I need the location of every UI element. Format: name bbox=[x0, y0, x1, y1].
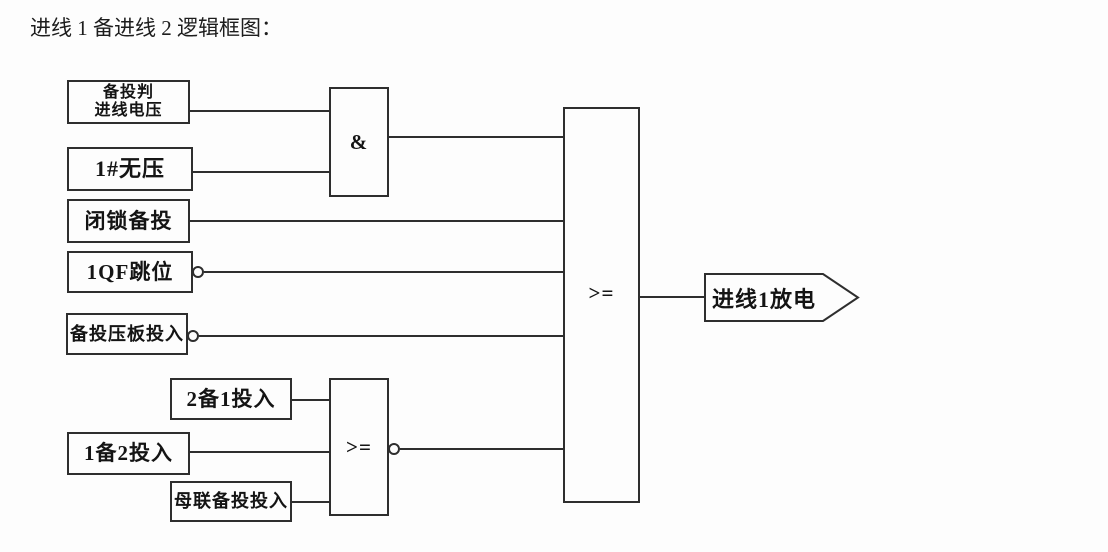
wire-no-voltage-to-and bbox=[192, 171, 330, 173]
wire-bus-tie-to-lower-or bbox=[291, 501, 330, 503]
and-gate-symbol: & bbox=[349, 129, 369, 154]
or-gate-main-symbol: >= bbox=[588, 280, 615, 305]
wire-lower-or-to-main-or bbox=[400, 448, 564, 450]
input-box-1-no-voltage: 1#无压 bbox=[67, 147, 193, 191]
input-box-backup-judge-voltage: 备投判 进线电压 bbox=[67, 80, 190, 124]
wire-1-backup-2-to-lower-or bbox=[189, 451, 330, 453]
input-box-2-backup-1: 2备1投入 bbox=[170, 378, 292, 420]
output-label: 进线1放电 bbox=[711, 286, 816, 312]
input-box-1qf-trip: 1QF跳位 bbox=[67, 251, 193, 293]
or-gate-lower: >= bbox=[329, 378, 389, 516]
input-box-lock-backup: 闭锁备投 bbox=[67, 199, 190, 243]
not-bubble-1qf-trip-icon bbox=[192, 266, 204, 278]
not-bubble-backup-plate-icon bbox=[187, 330, 199, 342]
wire-judge-voltage-to-and bbox=[189, 110, 330, 112]
input-box-1-backup-2: 1备2投入 bbox=[67, 432, 190, 475]
wire-1qf-trip-to-main-or bbox=[204, 271, 564, 273]
input-box-bus-tie-backup: 母联备投投入 bbox=[170, 481, 292, 522]
output-arrow-shape bbox=[704, 273, 860, 322]
or-gate-main: >= bbox=[563, 107, 640, 503]
or-gate-lower-symbol: >= bbox=[346, 434, 372, 459]
input-box-backup-plate: 备投压板投入 bbox=[66, 313, 188, 355]
wire-main-or-to-output bbox=[639, 296, 706, 298]
wire-2-backup-1-to-lower-or bbox=[291, 399, 330, 401]
not-bubble-lower-or-icon bbox=[388, 443, 400, 455]
wire-and-to-main-or bbox=[388, 136, 564, 138]
wire-lock-backup-to-main-or bbox=[189, 220, 564, 222]
and-gate: & bbox=[329, 87, 389, 197]
page-title: 进线 1 备进线 2 逻辑框图： bbox=[30, 16, 282, 40]
wire-backup-plate-to-main-or bbox=[199, 335, 564, 337]
